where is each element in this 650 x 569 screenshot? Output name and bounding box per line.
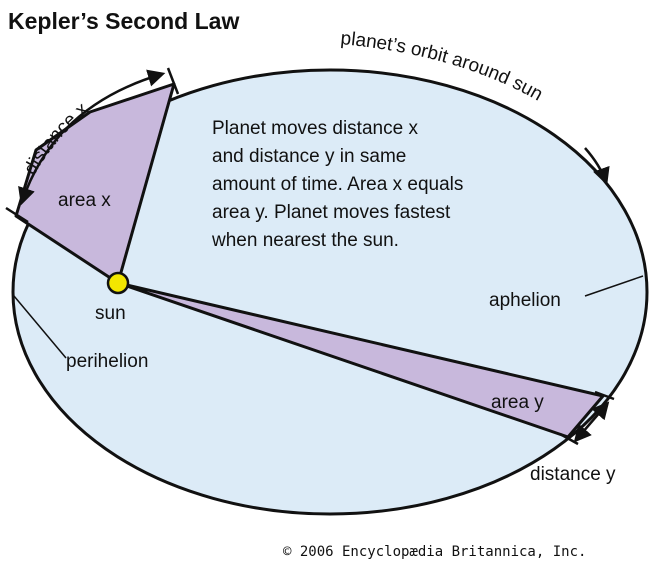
perihelion-label: perihelion <box>66 351 148 372</box>
orbit-direction-arrow <box>584 147 610 186</box>
area-x-label: area x <box>58 190 111 211</box>
distance-x-tick-left <box>5 206 29 224</box>
distance-x-tick-top <box>166 67 180 95</box>
sun-label: sun <box>95 303 126 324</box>
aphelion-label: aphelion <box>489 290 561 311</box>
distance-y-label: distance y <box>530 464 616 485</box>
aphelion-leader <box>584 275 644 297</box>
diagram-title: Kepler’s Second Law <box>8 8 239 34</box>
description-line: Planet moves distance x <box>212 118 418 139</box>
description-line: amount of time. Area x equals <box>212 174 463 195</box>
distance-x-arrow <box>18 69 166 206</box>
copyright-notice: © 2006 Encyclopædia Britannica, Inc. <box>283 544 586 560</box>
distance-y-arrow <box>573 401 610 443</box>
perihelion-leader <box>13 295 67 359</box>
area-y-label: area y <box>491 392 544 413</box>
distance-y-tick-top <box>594 390 615 401</box>
description-line: when nearest the sun. <box>211 230 399 251</box>
description-line: area y. Planet moves fastest <box>212 202 451 223</box>
description-line: and distance y in same <box>212 146 406 167</box>
sun-icon <box>106 271 130 295</box>
